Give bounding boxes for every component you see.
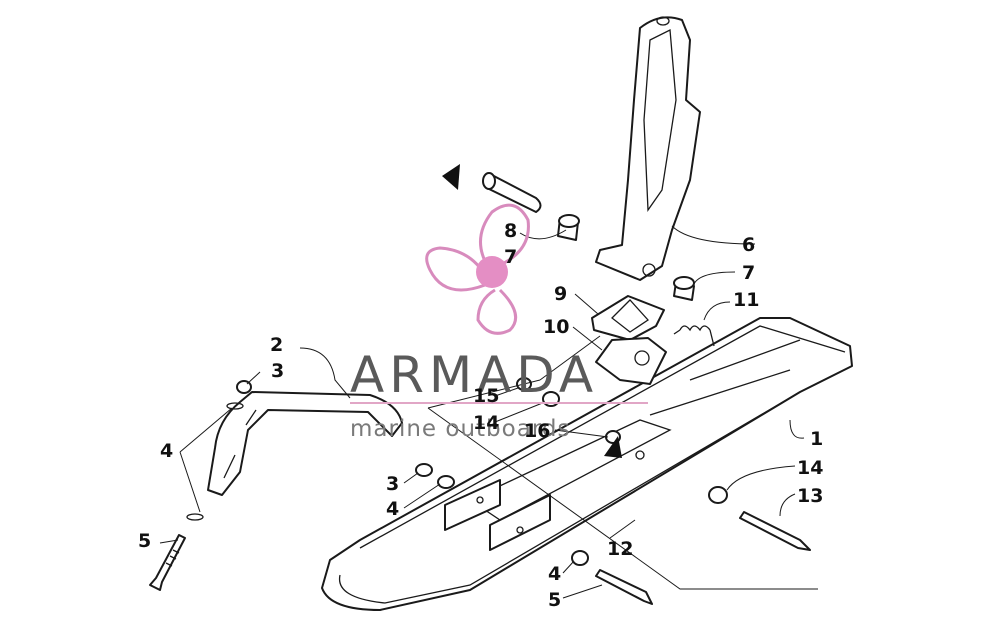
bolts: [149, 511, 811, 605]
callout-3: 3: [271, 360, 284, 382]
callouts: 1 2 3 3 4 4 4 5 5 6 7 7 8 9 10 11 12 13 …: [138, 220, 823, 611]
callout-10: 10: [543, 316, 569, 338]
ski: [321, 317, 853, 611]
spring: [673, 325, 715, 347]
callout-7: 7: [742, 262, 755, 284]
pivot-hardware: [482, 172, 695, 301]
leader-lines: [159, 225, 805, 599]
direction-arrows: [442, 164, 622, 458]
ski-saddle: [444, 450, 645, 551]
callout-13: 13: [797, 485, 823, 507]
callout-6: 6: [742, 234, 755, 256]
propeller-icon: [425, 203, 530, 335]
watermark-logo: ARMADA marine outboards: [350, 203, 648, 442]
callout-14: 14: [473, 412, 499, 434]
callout-12: 12: [607, 538, 633, 560]
callout-3: 3: [386, 473, 399, 495]
callout-2: 2: [270, 334, 283, 356]
callout-9: 9: [554, 283, 567, 305]
callout-4: 4: [160, 440, 173, 462]
callout-4: 4: [386, 498, 399, 520]
damper-assembly: [591, 295, 667, 385]
spindle: [595, 16, 701, 281]
callout-7: 7: [504, 246, 517, 268]
callout-5: 5: [138, 530, 151, 552]
callout-15: 15: [473, 385, 499, 407]
callout-8: 8: [504, 220, 517, 242]
propeller-hub: [476, 256, 508, 288]
callout-4: 4: [548, 563, 561, 585]
callout-16: 16: [524, 420, 550, 442]
ski-handle: [186, 380, 403, 521]
watermark-brand: ARMADA: [350, 346, 598, 404]
callout-5: 5: [548, 589, 561, 611]
watermark-tagline: marine outboards: [350, 416, 570, 442]
callout-1: 1: [810, 428, 823, 450]
callout-11: 11: [733, 289, 759, 311]
callout-14: 14: [797, 457, 823, 479]
